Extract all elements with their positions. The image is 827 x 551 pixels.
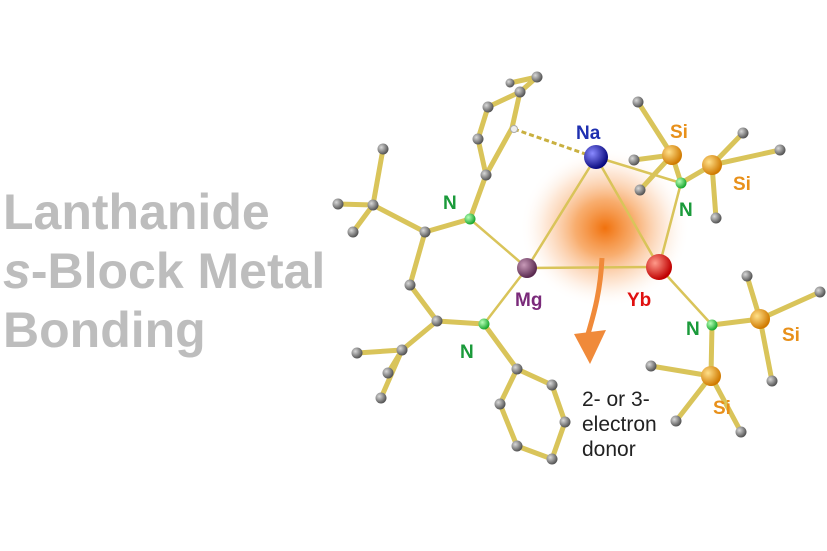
- si-label-4: Si: [713, 398, 731, 419]
- yb-label: Yb: [627, 290, 651, 311]
- bonds: [335, 74, 823, 462]
- mg-label: Mg: [515, 290, 542, 311]
- n-label-lower-right: N: [686, 319, 700, 340]
- n-label-upper-left: N: [443, 193, 457, 214]
- title: Lanthanide s-Block Metal Bonding: [3, 183, 325, 360]
- magnesium-atom: [517, 258, 537, 278]
- title-line-1: Lanthanide: [3, 184, 270, 240]
- title-line-2: s-Block Metal: [3, 242, 325, 301]
- title-italic-s: s: [3, 243, 31, 299]
- annotation-line-1: 2- or 3-: [582, 388, 650, 411]
- agostic-contact: [513, 127, 595, 159]
- hydrogen-atom: [510, 125, 518, 133]
- si-label-3: Si: [782, 325, 800, 346]
- annotation-line-3: donor: [582, 438, 636, 461]
- n-label-lower-left: N: [460, 342, 474, 363]
- annotation-line-2: electron: [582, 413, 657, 436]
- donor-arrow-head: [574, 330, 606, 364]
- title-line-2-rest: -Block Metal: [30, 243, 326, 299]
- nitrogen-atoms: [464, 177, 718, 331]
- n-label-upper-right: N: [679, 200, 693, 221]
- carbon-atoms: [332, 71, 826, 465]
- sodium-atom: [584, 145, 608, 169]
- na-label: Na: [576, 123, 601, 144]
- silicon-atoms: [662, 145, 770, 386]
- si-label-1: Si: [670, 122, 688, 143]
- si-label-2: Si: [733, 174, 751, 195]
- ytterbium-atom: [646, 254, 672, 280]
- title-line-3: Bonding: [3, 302, 206, 358]
